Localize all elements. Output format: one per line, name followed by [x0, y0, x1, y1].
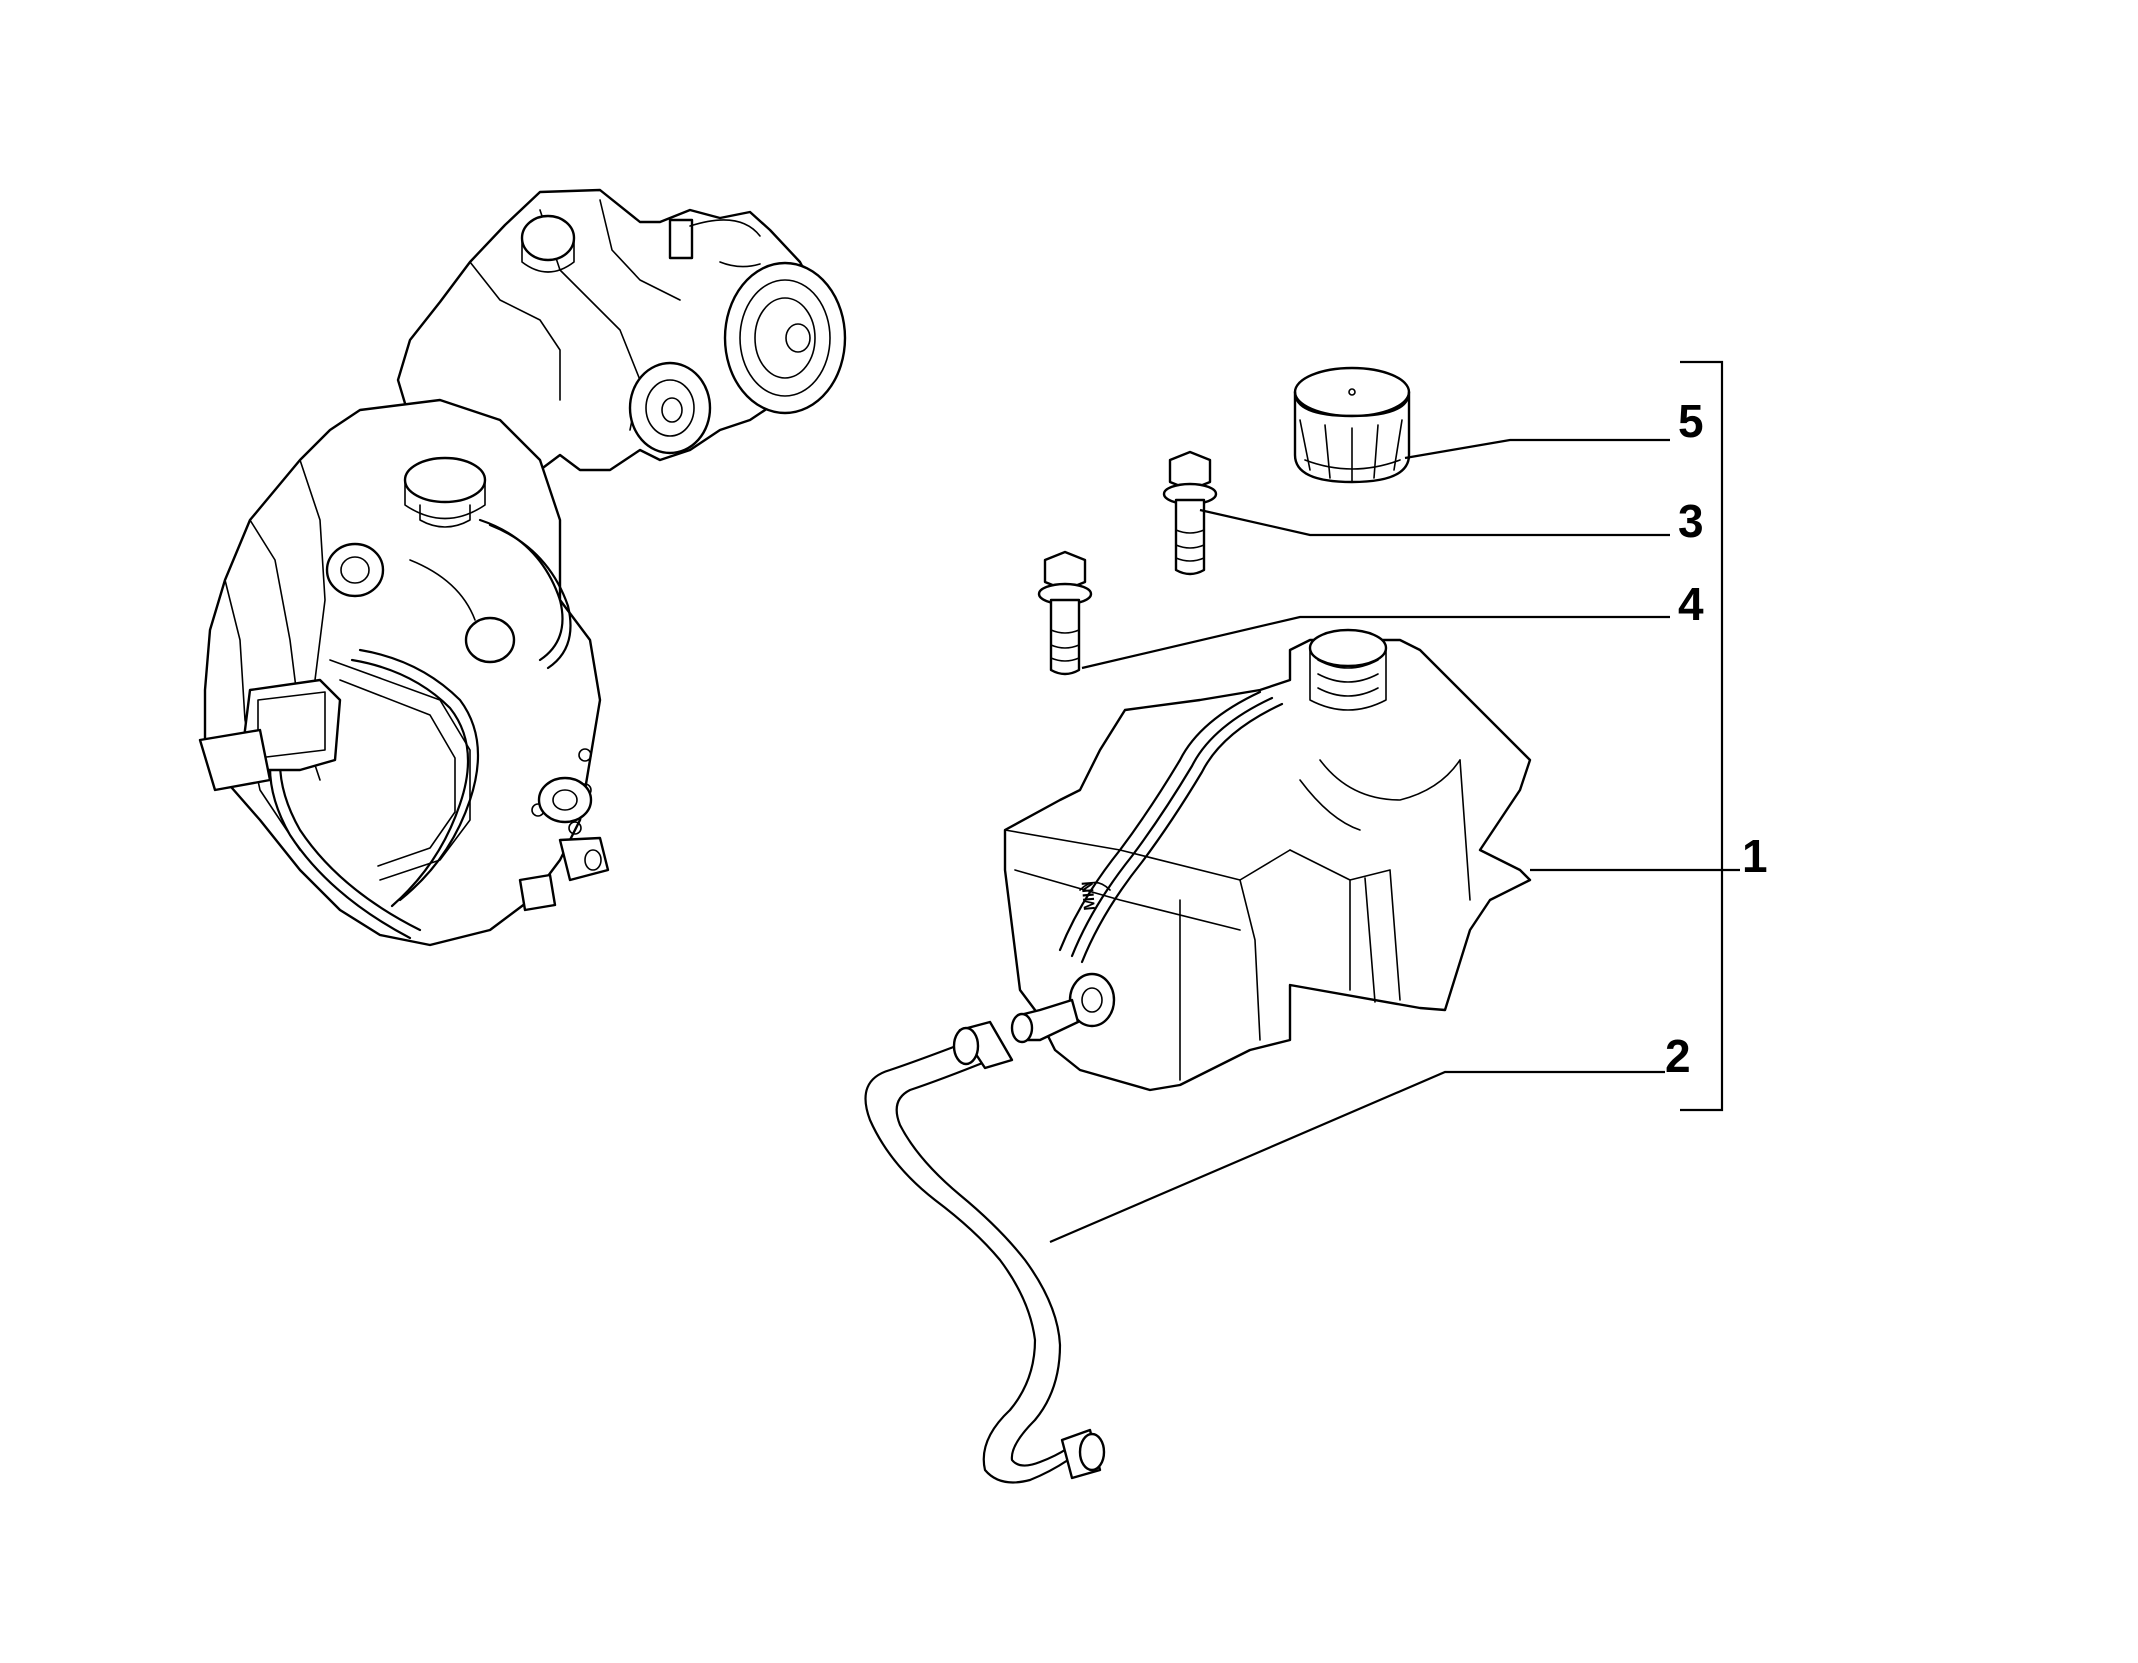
callouts: 5 3 4 1 2 [1665, 395, 1768, 1082]
bolt-3-drawing [1162, 450, 1218, 576]
callout-1: 1 [1742, 830, 1768, 882]
bolt-4-drawing [1037, 550, 1093, 676]
pump-assembly-drawing [198, 188, 847, 947]
callout-5: 5 [1678, 395, 1704, 447]
callout-4: 4 [1678, 578, 1704, 630]
cap-drawing [1293, 366, 1411, 484]
callout-2: 2 [1665, 1030, 1691, 1082]
min-level-mark: MIN [1079, 880, 1098, 911]
callout-3: 3 [1678, 495, 1704, 547]
reservoir-drawing: MIN [1003, 628, 1532, 1092]
leader-lines [1049, 360, 1740, 1244]
hose-drawing [864, 1020, 1106, 1484]
